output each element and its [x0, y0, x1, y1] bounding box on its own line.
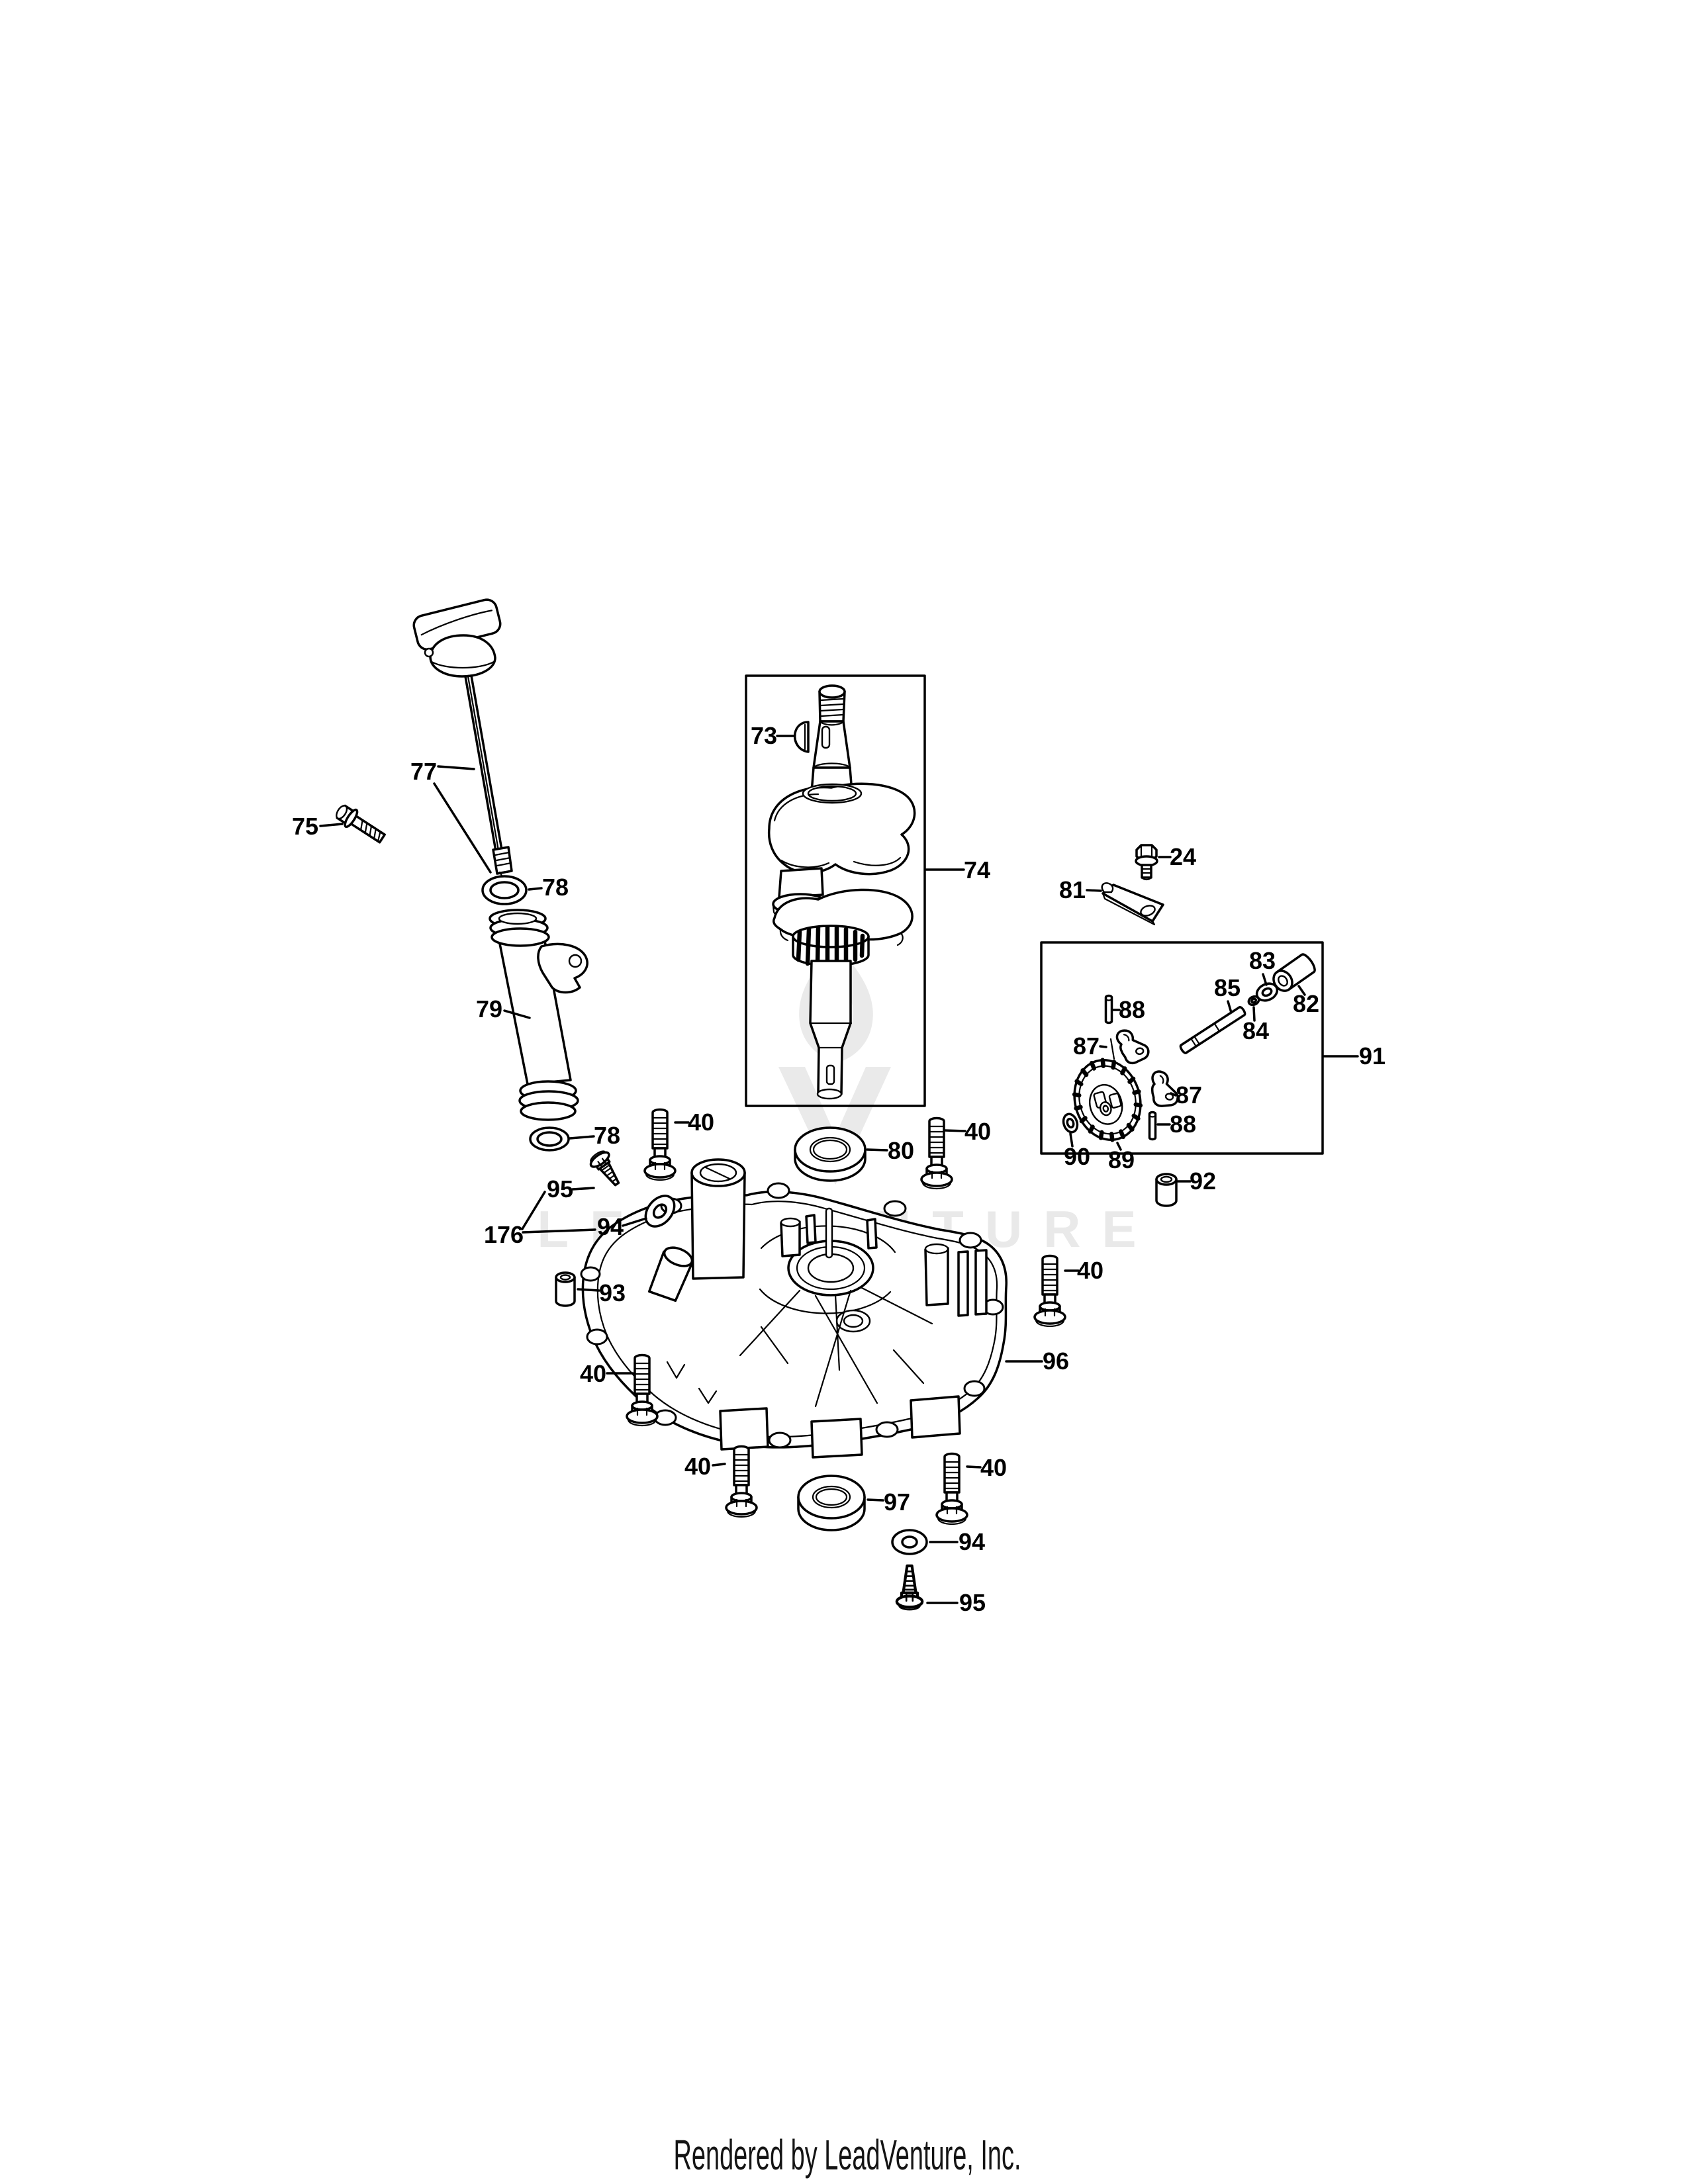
leader-83 — [1262, 973, 1268, 986]
flange-bolt-75 — [336, 804, 386, 844]
callout-96: 96 — [1043, 1347, 1069, 1375]
callout-84: 84 — [1243, 1017, 1269, 1044]
callout-24: 24 — [1170, 843, 1196, 870]
flange-bolt-40-bottom-right — [935, 1452, 968, 1525]
footer-rendered-by: Rendered by LeadVenture, Inc. — [674, 2131, 1021, 2179]
callout-81: 81 — [1059, 876, 1086, 903]
leader-85 — [1227, 1000, 1233, 1014]
leader-82 — [1297, 985, 1306, 996]
callout-94-lower: 94 — [959, 1528, 985, 1555]
woodruff-key-73 — [793, 721, 810, 753]
washer-90 — [1062, 1113, 1079, 1134]
governor-bushing-82 — [1272, 953, 1316, 992]
oil-dipstick-77 — [412, 598, 513, 882]
pin-88-upper — [1104, 994, 1113, 1024]
callout-93: 93 — [599, 1279, 626, 1306]
leader-78-lower — [569, 1135, 595, 1140]
flange-bolt-40-top-right — [920, 1116, 953, 1190]
callout-40-top-right: 40 — [964, 1118, 991, 1145]
callout-78-upper: 78 — [542, 874, 569, 901]
self-tapping-screw-95-upper — [586, 1147, 627, 1191]
callout-80: 80 — [888, 1137, 914, 1164]
crankshaft-74 — [767, 684, 916, 1100]
flange-bolt-40-top-left — [643, 1108, 677, 1181]
callout-95-lower: 95 — [959, 1589, 986, 1616]
callout-85: 85 — [1214, 974, 1241, 1001]
flange-bolt-40-bottom-left — [725, 1445, 758, 1518]
leader-75 — [319, 823, 344, 827]
leader-87-lower — [1170, 1092, 1177, 1097]
self-tapping-screw-95-lower — [897, 1566, 922, 1610]
leader-90 — [1069, 1132, 1074, 1148]
oil-fill-tube-79 — [489, 909, 588, 1121]
flange-bolt-24 — [1135, 844, 1158, 881]
pin-88-lower — [1148, 1111, 1157, 1141]
callout-90: 90 — [1064, 1143, 1090, 1170]
callout-88-lower: 88 — [1170, 1111, 1196, 1138]
callout-40-bottom-left: 40 — [684, 1453, 711, 1480]
oil-seal-80 — [794, 1126, 867, 1182]
callout-87-lower: 87 — [1176, 1081, 1202, 1109]
callout-87-upper: 87 — [1073, 1032, 1100, 1060]
callout-91: 91 — [1359, 1042, 1385, 1069]
leader-79 — [503, 1009, 531, 1019]
left-boss — [647, 1246, 694, 1302]
leader-78-upper — [528, 887, 543, 891]
callout-78-lower: 78 — [594, 1122, 620, 1149]
callout-92: 92 — [1190, 1167, 1216, 1195]
flange-bolt-40-right — [1033, 1254, 1066, 1328]
crankshaft-detail-box — [745, 674, 926, 1107]
leader-93 — [577, 1288, 600, 1292]
callout-labels: 75 77 78 79 78 73 74 24 81 91 83 82 85 8… — [292, 722, 1385, 1616]
callout-73: 73 — [751, 722, 777, 749]
callout-88-upper: 88 — [1119, 996, 1145, 1023]
leader-176a — [521, 1191, 546, 1230]
callout-89: 89 — [1108, 1146, 1135, 1173]
callout-40-bottom-right: 40 — [980, 1454, 1007, 1481]
callout-83: 83 — [1249, 947, 1276, 974]
callout-77: 77 — [410, 758, 437, 785]
callout-97: 97 — [884, 1488, 910, 1516]
governor-detail-box — [1040, 941, 1324, 1155]
leader-77b — [433, 782, 492, 874]
leader-81 — [1086, 889, 1102, 892]
governor-gear-89 — [1072, 1038, 1143, 1142]
leader-77a — [437, 765, 475, 770]
callout-40-top-left: 40 — [688, 1109, 714, 1136]
callout-40-left: 40 — [580, 1360, 606, 1387]
callout-82: 82 — [1293, 990, 1319, 1017]
leader-94-upper — [622, 1217, 647, 1227]
oil-seal-97 — [797, 1475, 866, 1531]
dipstick-tube-seal-78-upper — [481, 875, 528, 905]
leader-89 — [1116, 1142, 1122, 1151]
leader-lines — [319, 735, 1359, 1604]
leader-176b — [522, 1228, 596, 1234]
dipstick-tube-seal-78-lower — [529, 1126, 570, 1152]
callout-95-upper: 95 — [547, 1175, 573, 1203]
governor-arm-plate-81 — [1101, 882, 1164, 926]
callout-75: 75 — [292, 813, 318, 840]
spacer-bushing-92 — [1155, 1173, 1178, 1207]
leader-40-top-right — [943, 1129, 966, 1132]
callout-94-upper: 94 — [597, 1213, 624, 1240]
leader-40-bottom-left — [712, 1463, 726, 1467]
callout-74: 74 — [964, 856, 990, 884]
leader-95-upper — [571, 1187, 595, 1191]
oil-fill-boss — [690, 1158, 746, 1280]
crankcase-cover-96 — [580, 1158, 1008, 1459]
callout-79: 79 — [476, 995, 502, 1023]
dowel-pin-93 — [555, 1271, 576, 1307]
washer-94-lower — [891, 1529, 928, 1555]
callout-176: 176 — [484, 1221, 524, 1248]
leader-87-upper — [1099, 1045, 1107, 1048]
retainer-clip-87-upper — [1115, 1026, 1151, 1066]
governor-shaft-85 — [1179, 1006, 1246, 1054]
callout-40-right: 40 — [1077, 1257, 1103, 1284]
